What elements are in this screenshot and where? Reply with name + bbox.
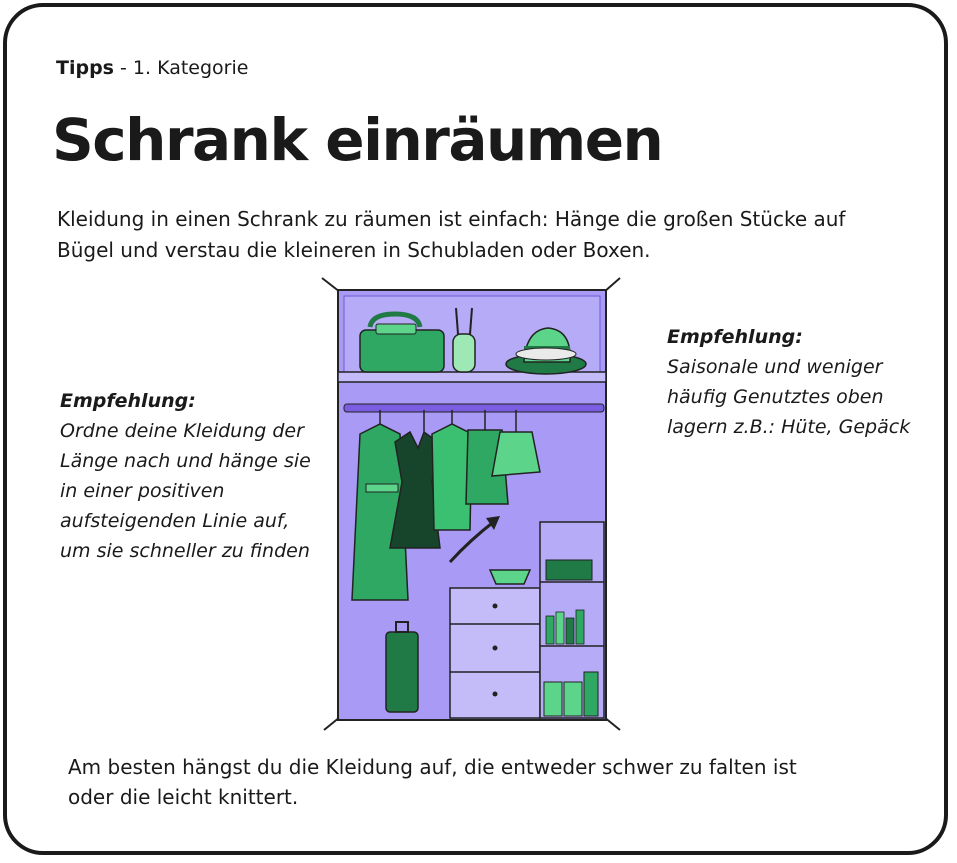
category-label-rest: - 1. Kategorie <box>113 57 249 79</box>
wardrobe-illustration <box>321 277 621 731</box>
tip-left-line: Ordne deine Kleidung der <box>60 420 304 442</box>
hat-icon <box>505 327 587 375</box>
tip-right-line: häufig Genutztes oben <box>667 386 884 408</box>
tip-left-line: um sie schneller zu finden <box>60 540 310 562</box>
tip-left-heading: Empfehlung: <box>60 390 196 412</box>
category-label-bold: Tipps <box>56 57 114 79</box>
page-title: Schrank einräumen <box>52 106 664 174</box>
tip-left-line: Länge nach und hänge sie <box>60 450 311 472</box>
intro-line-1: Kleidung in einen Schrank zu räumen ist … <box>57 207 846 231</box>
tip-right: Empfehlung: Saisonale und weniger häufig… <box>667 322 947 442</box>
outro-line-2: oder die leicht knittert. <box>68 785 299 809</box>
tip-right-line: Saisonale und weniger <box>667 356 883 378</box>
suitcase-icon <box>385 621 419 713</box>
outro-text: Am besten hängst du die Kleidung auf, di… <box>68 752 868 812</box>
tip-left: Empfehlung: Ordne deine Kleidung der Län… <box>60 386 350 566</box>
handbag-icon <box>359 311 445 373</box>
intro-text: Kleidung in einen Schrank zu räumen ist … <box>57 204 877 266</box>
arrow-up-right-icon <box>448 516 500 564</box>
tip-right-line: lagern z.B.: Hüte, Gepäck <box>667 416 911 438</box>
tip-right-heading: Empfehlung: <box>667 326 803 348</box>
tip-left-line: in einer positiven <box>60 480 225 502</box>
outro-line-1: Am besten hängst du die Kleidung auf, di… <box>68 755 797 779</box>
tip-left-line: aufsteigenden Linie auf, <box>60 510 290 532</box>
intro-line-2: Bügel und verstau die kleineren in Schub… <box>57 238 651 262</box>
category-label: Tipps - 1. Kategorie <box>56 56 248 80</box>
